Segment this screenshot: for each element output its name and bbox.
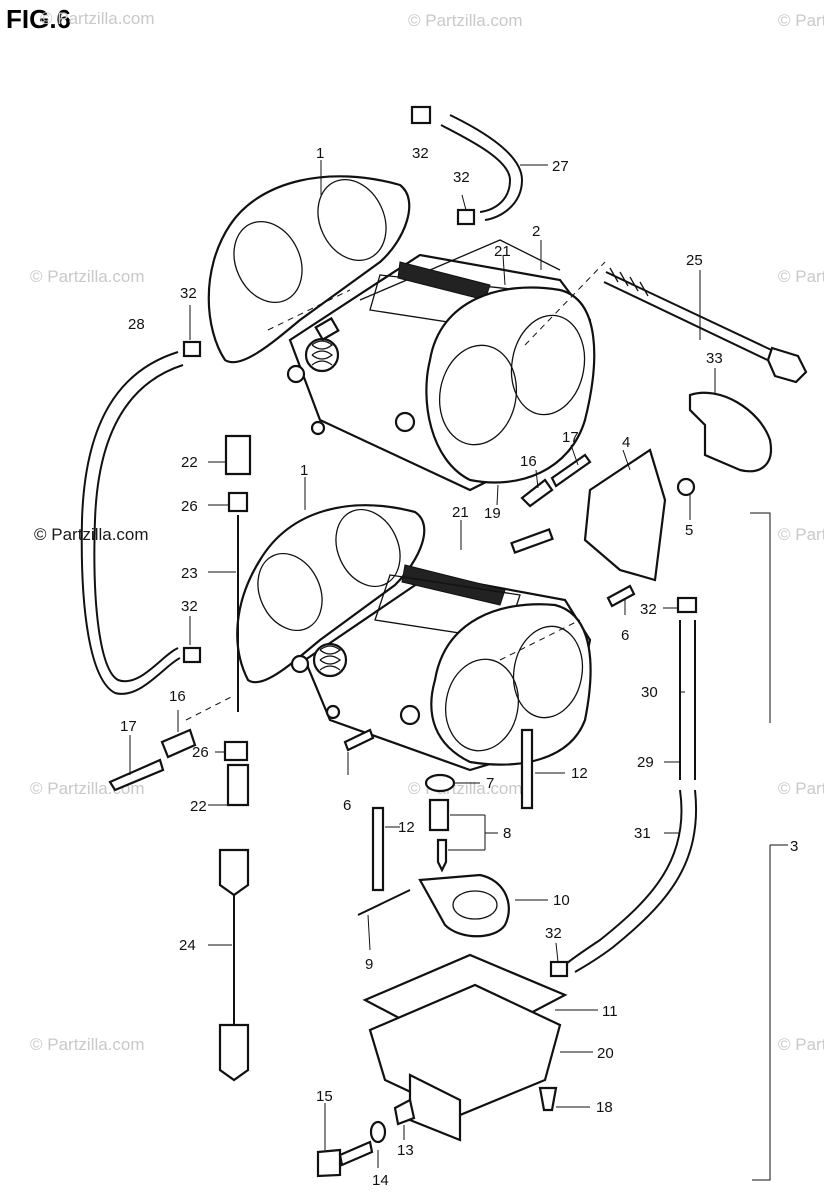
watermark: © Partzilla.com bbox=[778, 267, 824, 286]
callout-16: 16 bbox=[520, 453, 537, 470]
callout-20: 20 bbox=[597, 1045, 614, 1062]
callout-21: 21 bbox=[452, 504, 469, 521]
long-bolt bbox=[603, 267, 808, 384]
callout-6: 6 bbox=[621, 627, 629, 644]
callout-25: 25 bbox=[686, 252, 703, 269]
callout-9: 9 bbox=[365, 956, 373, 973]
callout-29: 29 bbox=[637, 754, 654, 771]
callout-1: 1 bbox=[316, 145, 324, 162]
callout-3: 3 bbox=[790, 838, 798, 855]
watermark: © Partzilla.com bbox=[30, 1035, 145, 1054]
pin bbox=[371, 806, 385, 892]
callout-13: 13 bbox=[397, 1142, 414, 1159]
clamp bbox=[676, 596, 698, 614]
hose-31 bbox=[564, 789, 683, 966]
nut bbox=[223, 740, 249, 762]
callout-33: 33 bbox=[706, 350, 723, 367]
rod-end bbox=[226, 763, 250, 807]
callout-26: 26 bbox=[181, 498, 198, 515]
figure-title: FIG.6 bbox=[6, 4, 71, 34]
callout-14: 14 bbox=[372, 1172, 389, 1189]
main-jet bbox=[428, 798, 450, 832]
callout-26: 26 bbox=[192, 744, 209, 761]
screw bbox=[538, 1086, 558, 1112]
callout-12: 12 bbox=[398, 819, 415, 836]
callout-32: 32 bbox=[640, 601, 657, 618]
clamp bbox=[410, 105, 432, 125]
needle bbox=[436, 838, 448, 873]
rod-end bbox=[224, 434, 252, 476]
callout-30: 30 bbox=[641, 684, 658, 701]
callout-17: 17 bbox=[562, 429, 579, 446]
callout-32: 32 bbox=[180, 285, 197, 302]
callout-6: 6 bbox=[343, 797, 351, 814]
callout-1: 1 bbox=[300, 462, 308, 479]
callout-16: 16 bbox=[169, 688, 186, 705]
screw bbox=[606, 584, 636, 608]
callout-22: 22 bbox=[190, 798, 207, 815]
callout-12: 12 bbox=[571, 765, 588, 782]
upper-carburetor bbox=[207, 175, 596, 492]
o-ring bbox=[369, 1120, 387, 1144]
float bbox=[418, 873, 510, 938]
watermark: © Partzilla.com bbox=[40, 9, 155, 28]
callout-17: 17 bbox=[120, 718, 137, 735]
callout-31: 31 bbox=[634, 825, 651, 842]
rod-end bbox=[218, 848, 250, 897]
screw bbox=[108, 758, 165, 792]
callout-2: 2 bbox=[532, 223, 540, 240]
float-cover bbox=[583, 448, 667, 582]
watermark: © Partzilla.com bbox=[34, 525, 149, 544]
clamp bbox=[456, 208, 476, 226]
callout-24: 24 bbox=[179, 937, 196, 954]
watermark: © Partzilla.com bbox=[408, 11, 523, 30]
callout-32: 32 bbox=[412, 145, 429, 162]
clamp bbox=[549, 960, 569, 978]
callout-5: 5 bbox=[685, 522, 693, 539]
watermark: © Partzilla.com bbox=[778, 525, 824, 544]
nut bbox=[227, 491, 249, 513]
drain-screw bbox=[316, 1148, 342, 1178]
screw bbox=[676, 477, 696, 497]
callout-32: 32 bbox=[453, 169, 470, 186]
callout-7: 7 bbox=[486, 775, 494, 792]
spring bbox=[160, 728, 197, 759]
callout-27: 27 bbox=[552, 158, 569, 175]
o-ring bbox=[424, 773, 456, 793]
hose-28 bbox=[80, 351, 181, 695]
hose-27 bbox=[440, 124, 512, 213]
callout-8: 8 bbox=[503, 825, 511, 842]
callout-11: 11 bbox=[602, 1003, 618, 1020]
clamp bbox=[182, 646, 202, 664]
callouts: 1 1 2 3 4 5 6 6 7 8 9 10 11 12 12 13 14 … bbox=[120, 145, 798, 1189]
screw bbox=[343, 728, 375, 752]
callout-32: 32 bbox=[545, 925, 562, 942]
watermark: © Partzilla.com bbox=[778, 779, 824, 798]
clamp bbox=[182, 340, 202, 358]
callout-18: 18 bbox=[596, 1099, 613, 1116]
watermark: © Partzilla.com bbox=[778, 1035, 824, 1054]
callout-19: 19 bbox=[484, 505, 501, 522]
callout-22: 22 bbox=[181, 454, 198, 471]
watermark: © Partzilla.com bbox=[778, 11, 824, 30]
watermark: © Partzilla.com bbox=[30, 267, 145, 286]
screw bbox=[550, 453, 592, 488]
callout-23: 23 bbox=[181, 565, 198, 582]
callout-32: 32 bbox=[181, 598, 198, 615]
spring bbox=[520, 478, 554, 508]
callout-21: 21 bbox=[494, 243, 511, 260]
callout-15: 15 bbox=[316, 1088, 333, 1105]
float-pin bbox=[357, 889, 411, 916]
pin bbox=[520, 728, 534, 810]
callout-4: 4 bbox=[622, 434, 630, 451]
cover bbox=[688, 391, 773, 473]
rod-end bbox=[218, 1023, 250, 1082]
leader-lines bbox=[129, 160, 788, 1181]
callout-28: 28 bbox=[128, 316, 145, 333]
callout-10: 10 bbox=[553, 892, 570, 909]
lower-carburetor bbox=[236, 504, 592, 772]
